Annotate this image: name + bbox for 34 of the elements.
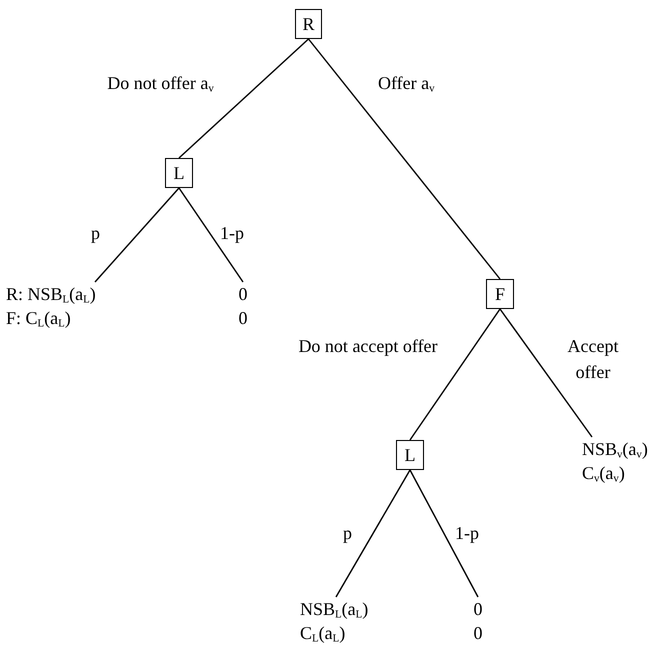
edge-label: Offer a$_{v}$ — [378, 72, 435, 96]
tree-branch-line — [409, 470, 479, 598]
edge-label: Accept offer — [566, 335, 620, 384]
player-label: L — [174, 162, 184, 185]
payoff-text: 0 — [238, 307, 248, 330]
payoff-text: 0 — [238, 283, 248, 306]
player-label: L — [404, 444, 416, 467]
payoff-text: F: C$_{L}$(a$_{L}$) — [6, 307, 72, 330]
player-label: R — [302, 13, 314, 36]
tree-branch-line — [409, 308, 501, 440]
payoff-text: C$_{v}$(a$_{v}$) — [582, 462, 626, 485]
payoff-text: R: NSB$_{L}$(a$_{L}$) — [6, 283, 97, 306]
payoff-text: 0 — [472, 598, 484, 621]
tree-branch-line — [499, 308, 593, 438]
tree-branch-line — [94, 188, 180, 282]
decision-node-box — [165, 158, 193, 188]
tree-branch-line — [178, 188, 244, 282]
payoff-text: 0 — [472, 622, 484, 645]
player-label: F — [494, 283, 505, 306]
decision-node-box — [486, 279, 514, 309]
payoff-text: NSB$_{L}$(a$_{L}$) — [300, 598, 370, 621]
payoff-text: NSB$_{v}$(a$_{v}$) — [582, 438, 648, 461]
edge-label: p — [343, 522, 352, 545]
edge-label: 1-p — [455, 522, 479, 545]
edge-label: p — [91, 222, 100, 245]
tree-branch-line — [335, 470, 411, 598]
tree-branch-line — [308, 38, 501, 280]
edge-label: Do not offer a$_{v}$ — [106, 72, 215, 96]
decision-node-box — [295, 9, 322, 39]
edge-label: Do not accept offer — [298, 335, 438, 358]
payoff-text: C$_{L}$(a$_{L}$) — [300, 622, 346, 645]
edge-label: 1-p — [220, 222, 244, 245]
decision-node-box — [396, 440, 424, 470]
tree-branch-line — [178, 38, 309, 159]
